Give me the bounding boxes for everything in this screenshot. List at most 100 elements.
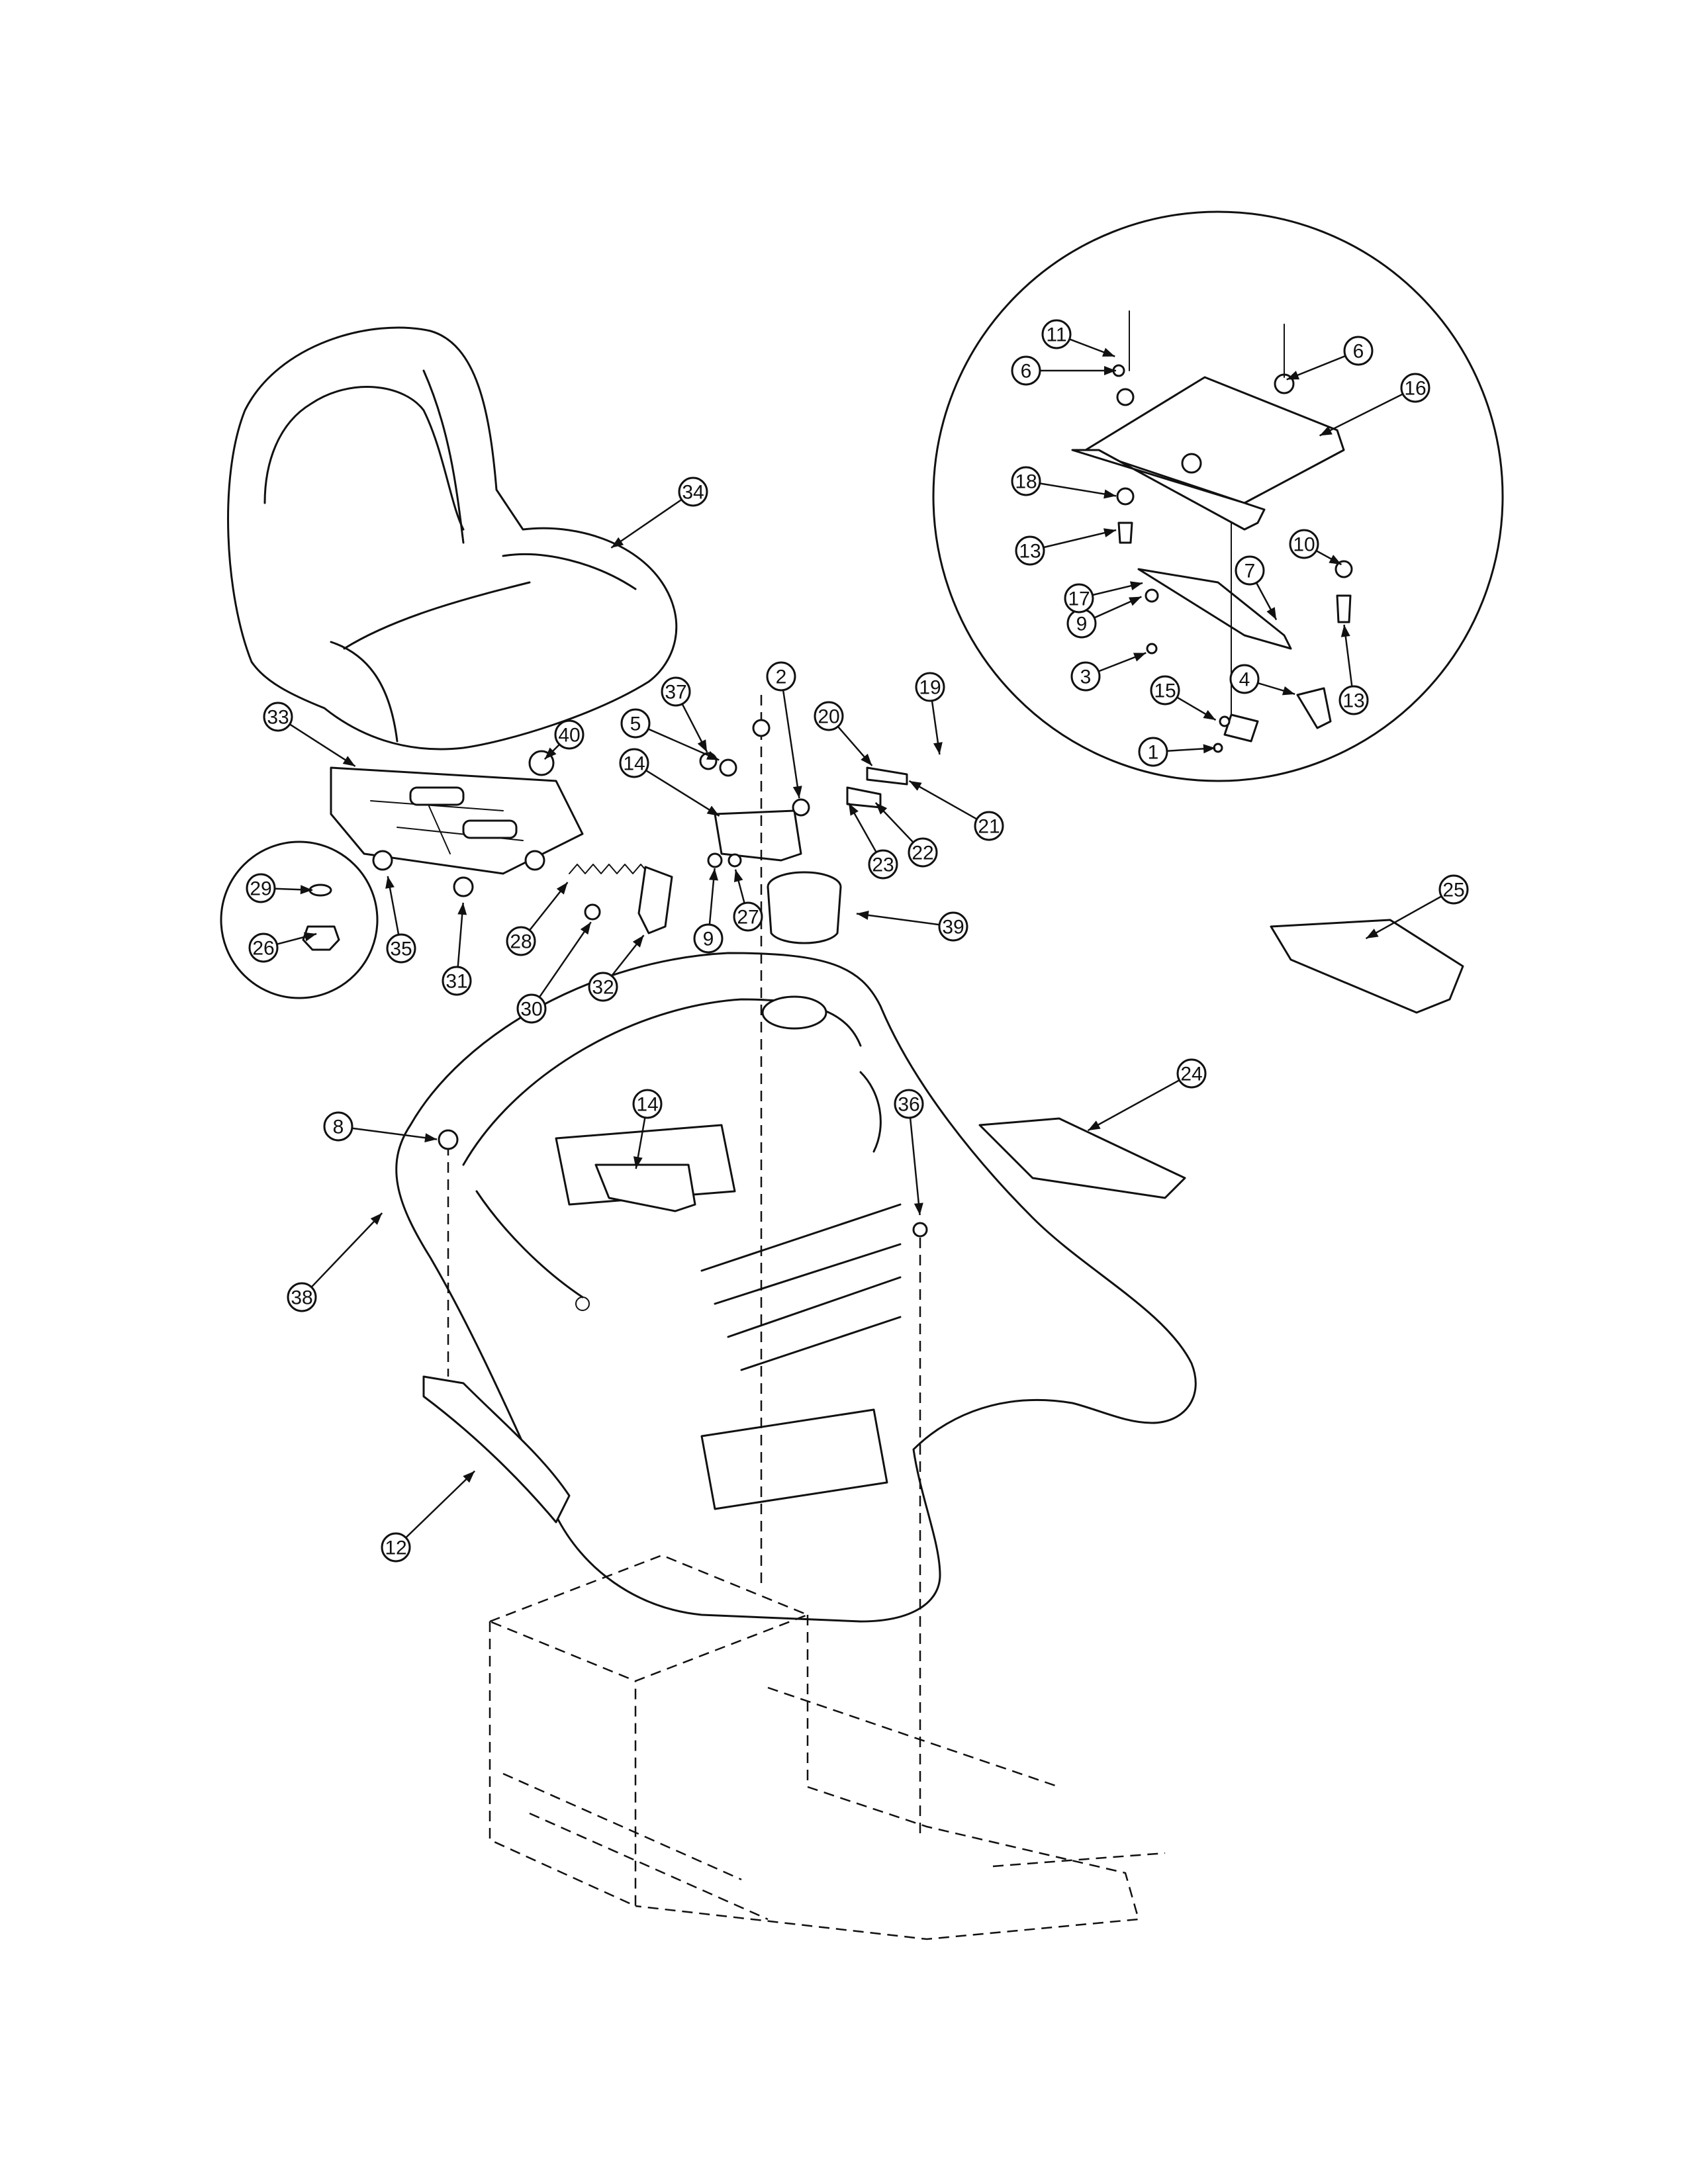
leader-arrowhead [792, 786, 802, 799]
leader-arrowhead [856, 910, 869, 920]
leader-line [1043, 529, 1117, 549]
callout-number: 35 [390, 938, 412, 960]
callout-number: 14 [636, 1094, 658, 1116]
small-detail-circle [220, 841, 379, 999]
callout-number: 8 [333, 1116, 344, 1138]
callout-9a: 9 [693, 868, 724, 954]
leader-arrowhead [1129, 581, 1143, 590]
callout-circle [974, 811, 1004, 841]
callout-circle [894, 1089, 924, 1119]
callout-28: 28 [506, 882, 569, 956]
leader-arrowhead [580, 922, 591, 935]
leader-arrowhead [632, 935, 644, 948]
leader-arrowhead [424, 1133, 438, 1143]
seat-latch [637, 866, 673, 934]
callout-circle [323, 1111, 353, 1142]
leader-arrowhead [1129, 596, 1142, 606]
callout-number: 6 [1353, 341, 1364, 363]
callout-number: 6 [1021, 361, 1032, 383]
callout-number: 25 [1442, 880, 1464, 901]
callout-number: 2 [776, 666, 787, 688]
washer-drawing [308, 884, 332, 897]
callout-number: 9 [1076, 614, 1088, 635]
hardware [372, 719, 928, 1238]
callout-2: 2 [766, 661, 802, 799]
callout-circle [516, 993, 547, 1024]
leader-arrowhead [303, 932, 317, 942]
leader-arrowhead [633, 1156, 643, 1169]
leader-arrowhead [709, 868, 718, 881]
leader-arrowhead [1103, 528, 1117, 537]
callout-24: 24 [1087, 1058, 1207, 1132]
leader-arrowhead [933, 742, 943, 755]
leader-arrowhead [1286, 371, 1300, 380]
leader-arrowhead [1340, 624, 1350, 637]
callout-27: 27 [733, 869, 763, 932]
callout-circle [588, 972, 618, 1002]
callout-21: 21 [908, 780, 1004, 841]
leader-line [1319, 393, 1403, 437]
callout-number: 40 [558, 725, 580, 747]
leader-arrowhead [733, 869, 743, 883]
callout-number: 20 [818, 706, 839, 728]
callout-9b: 9 [1066, 596, 1142, 639]
callout-circle [1011, 466, 1041, 496]
callout-number: 17 [1068, 588, 1090, 610]
seat [227, 326, 678, 751]
leader-arrowhead [1366, 929, 1379, 939]
leader-line [289, 723, 356, 767]
callout-31: 31 [442, 902, 472, 996]
callout-15: 15 [1150, 675, 1217, 721]
floor-pad-24 [978, 1117, 1186, 1199]
leader-line [909, 1117, 921, 1216]
callout-circle [1338, 685, 1369, 715]
callout-circle [386, 933, 416, 964]
callout-circle [506, 926, 536, 956]
leader-line [405, 1470, 475, 1539]
callout-10: 10 [1289, 529, 1342, 566]
callout-circle [1343, 336, 1374, 366]
callout-14b: 14 [632, 1089, 663, 1169]
callout-circle [1011, 355, 1041, 386]
callout-circle [554, 719, 585, 750]
callout-11: 11 [1041, 319, 1115, 357]
detail-inset [932, 210, 1504, 782]
leader-line [1365, 895, 1442, 940]
callout-number: 27 [737, 907, 759, 929]
leader-arrowhead [706, 751, 720, 760]
callout-circle [1438, 874, 1469, 905]
callout-number: 13 [1342, 690, 1364, 712]
leader-arrowhead [300, 885, 313, 895]
leader-arrowhead [1203, 744, 1216, 754]
callout-number: 18 [1015, 471, 1037, 493]
callout-number: 21 [978, 816, 1000, 838]
seat-spring [569, 864, 649, 874]
leader-line [538, 921, 592, 998]
callout-30: 30 [516, 921, 592, 1024]
callout-29: 29 [246, 873, 313, 903]
callout-circle [381, 1532, 411, 1563]
fender-trim-strip [422, 1375, 571, 1524]
leader-arrowhead [1088, 1120, 1101, 1131]
callout-circle [1064, 583, 1094, 614]
leader-line [1039, 482, 1117, 497]
callout-25: 25 [1365, 874, 1469, 940]
callout-number: 28 [510, 931, 532, 953]
leader-arrowhead [1203, 709, 1216, 720]
leader-arrowhead [370, 1212, 383, 1225]
leader-arrowhead [342, 756, 355, 766]
callout-16: 16 [1319, 373, 1430, 437]
leader-line [647, 728, 720, 761]
leader-arrowhead [463, 1471, 475, 1483]
callout-17: 17 [1064, 581, 1143, 614]
callout-circle [1400, 373, 1430, 403]
floor-pad-25 [1270, 919, 1464, 1014]
callout-circle [766, 661, 796, 692]
callout-circle [263, 702, 293, 732]
callout-number: 31 [445, 971, 467, 993]
leader-arrowhead [875, 802, 888, 815]
leader-arrowhead [697, 739, 708, 752]
leader-arrowhead [457, 902, 467, 915]
callout-18: 18 [1011, 466, 1117, 499]
